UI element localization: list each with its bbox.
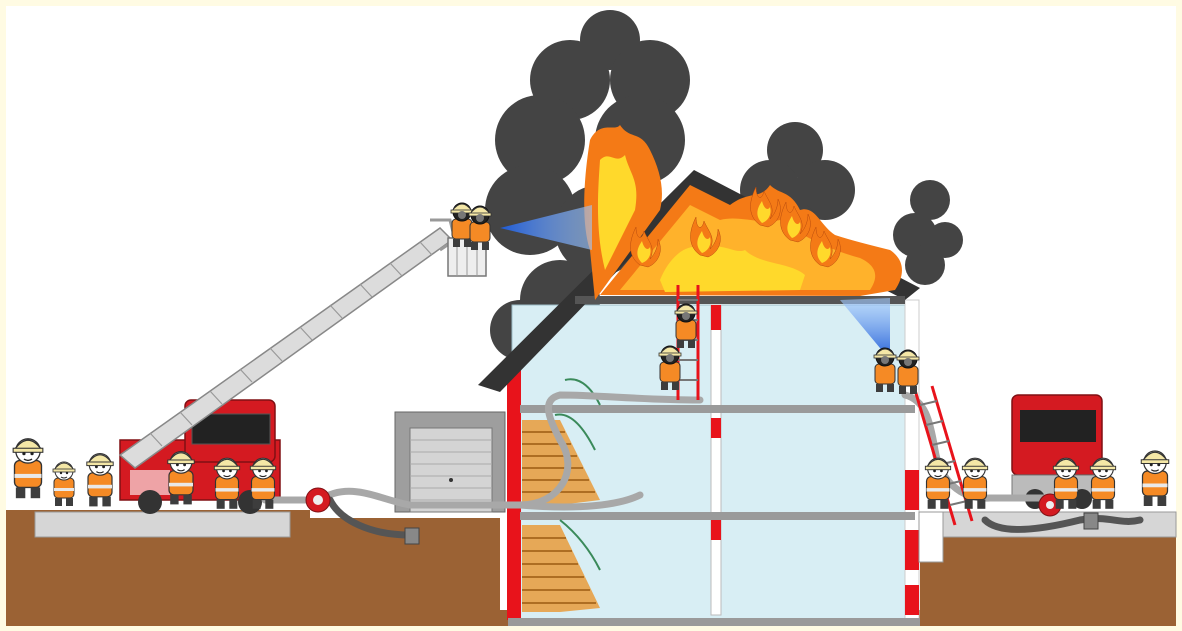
sidewalk-left [35,512,290,537]
garage-icon [395,412,505,512]
